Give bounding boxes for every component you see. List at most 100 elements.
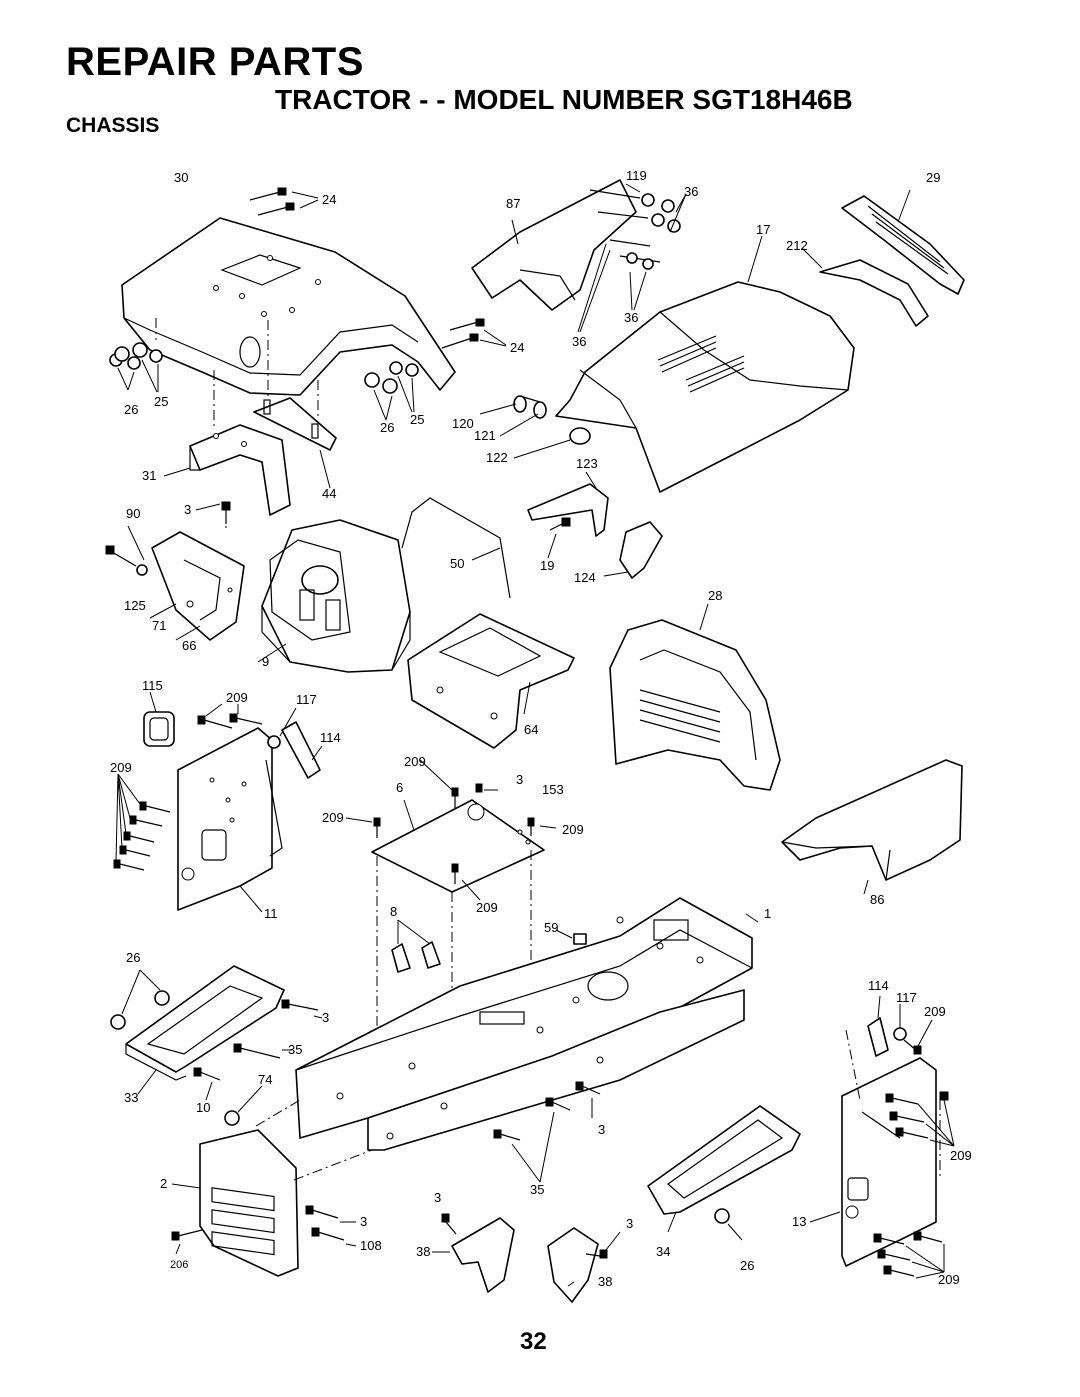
dash-panel-part-11 xyxy=(177,727,273,913)
dash-cover-part-30 xyxy=(121,217,456,396)
label-3: 3 xyxy=(322,1010,329,1025)
label-64: 64 xyxy=(524,722,538,737)
label-10: 10 xyxy=(196,1100,210,1115)
footrest-part-34 xyxy=(647,1105,801,1233)
label-71: 71 xyxy=(152,618,166,633)
bracket-parts-114-117-209-right xyxy=(867,995,933,1057)
label-33: 33 xyxy=(124,1090,138,1105)
label-66: 66 xyxy=(182,638,196,653)
nut-part-74 xyxy=(224,1085,263,1126)
plate-part-66 xyxy=(149,531,245,641)
bolt-part-3-upper xyxy=(195,501,231,524)
label-35: 35 xyxy=(288,1042,302,1057)
nut-part-26-right xyxy=(714,1208,743,1241)
bolt-part-24 xyxy=(249,187,319,216)
label-17: 17 xyxy=(756,222,770,237)
label-3: 3 xyxy=(184,502,191,517)
label-3: 3 xyxy=(626,1216,633,1231)
fender-part-28 xyxy=(609,603,781,791)
grille-part-29 xyxy=(841,189,965,295)
section-title: CHASSIS xyxy=(66,114,160,137)
label-36: 36 xyxy=(572,334,586,349)
plate-part-44 xyxy=(253,397,337,489)
label-121: 121 xyxy=(474,428,496,443)
label-122: 122 xyxy=(486,450,508,465)
label-209: 209 xyxy=(226,690,248,705)
bolt-parts-209-top xyxy=(197,703,263,729)
nut-washer-parts-25-26 xyxy=(109,342,163,393)
label-209: 209 xyxy=(938,1272,960,1287)
label-209: 209 xyxy=(476,900,498,915)
bolt-parts-209-right-upper xyxy=(885,1091,955,1147)
label-44: 44 xyxy=(322,486,336,501)
label-26: 26 xyxy=(126,950,140,965)
label-38: 38 xyxy=(598,1274,612,1289)
bracket-part-114 xyxy=(281,721,323,779)
label-24: 24 xyxy=(322,192,336,207)
label-212: 212 xyxy=(786,238,808,253)
model-subtitle: TRACTOR - - MODEL NUMBER SGT18H46B xyxy=(275,84,853,115)
label-34: 34 xyxy=(656,1244,670,1259)
page-number: 32 xyxy=(520,1328,547,1355)
label-30: 30 xyxy=(174,170,188,185)
label-25: 25 xyxy=(410,412,424,427)
part-labels: 30 24 119 29 87 36 17 212 36 24 36 25 26… xyxy=(110,168,972,1289)
label-125: 125 xyxy=(124,598,146,613)
footrest-part-33 xyxy=(125,965,285,1095)
nut-parts-26-left xyxy=(110,969,170,1030)
label-120: 120 xyxy=(452,416,474,431)
label-209: 209 xyxy=(562,822,584,837)
label-3: 3 xyxy=(516,772,523,787)
label-114: 114 xyxy=(868,978,889,993)
panel-part-86 xyxy=(781,759,963,895)
label-2: 2 xyxy=(160,1176,167,1191)
label-11: 11 xyxy=(264,906,278,921)
nut-washer-parts-25-26-mid xyxy=(364,361,419,421)
main-frame-part-1 xyxy=(295,897,759,1151)
label-87: 87 xyxy=(506,196,520,211)
label-26: 26 xyxy=(740,1258,754,1273)
bolt-parts-209-6 xyxy=(345,759,557,901)
label-117: 117 xyxy=(896,990,917,1005)
label-3: 3 xyxy=(434,1190,441,1205)
label-8: 8 xyxy=(390,904,397,919)
wire-part-50 xyxy=(401,497,511,599)
front-bracket-part-2 xyxy=(171,1129,299,1277)
label-123: 123 xyxy=(576,456,598,471)
label-36: 36 xyxy=(624,310,638,325)
grille-part-87 xyxy=(471,179,637,311)
label-36: 36 xyxy=(684,184,698,199)
label-117: 117 xyxy=(296,692,317,707)
label-209: 209 xyxy=(110,760,132,775)
label-26: 26 xyxy=(124,402,138,417)
bracket-part-124 xyxy=(603,521,663,579)
label-86: 86 xyxy=(870,892,884,907)
grommet-part-115 xyxy=(143,691,175,747)
label-206: 206 xyxy=(170,1259,188,1271)
label-25: 25 xyxy=(154,394,168,409)
clip-parts-8 xyxy=(391,919,441,973)
bolt-part-90 xyxy=(105,525,148,576)
label-50: 50 xyxy=(450,556,464,571)
dash-panel-part-13 xyxy=(809,1057,937,1267)
bolt-part-19 xyxy=(547,517,571,559)
label-9: 9 xyxy=(262,654,269,669)
bolt-part-24-right xyxy=(441,318,507,349)
label-209: 209 xyxy=(404,754,426,769)
label-114: 114 xyxy=(320,730,341,745)
bolt-parts-35-3-center xyxy=(493,1081,601,1183)
label-3: 3 xyxy=(598,1122,605,1137)
plate-part-6 xyxy=(371,799,545,893)
label-24: 24 xyxy=(510,340,524,355)
bolt-parts-209-right-lower xyxy=(873,1231,945,1279)
label-26: 26 xyxy=(380,420,394,435)
label-59: 59 xyxy=(544,920,558,935)
bolt-parts-3-108-206 xyxy=(171,1205,357,1255)
label-90: 90 xyxy=(126,506,140,521)
label-153: 153 xyxy=(542,782,564,797)
label-38: 38 xyxy=(416,1244,430,1259)
console-part-9 xyxy=(257,519,411,673)
bracket-part-38-right xyxy=(547,1227,621,1303)
label-124: 124 xyxy=(574,570,596,585)
